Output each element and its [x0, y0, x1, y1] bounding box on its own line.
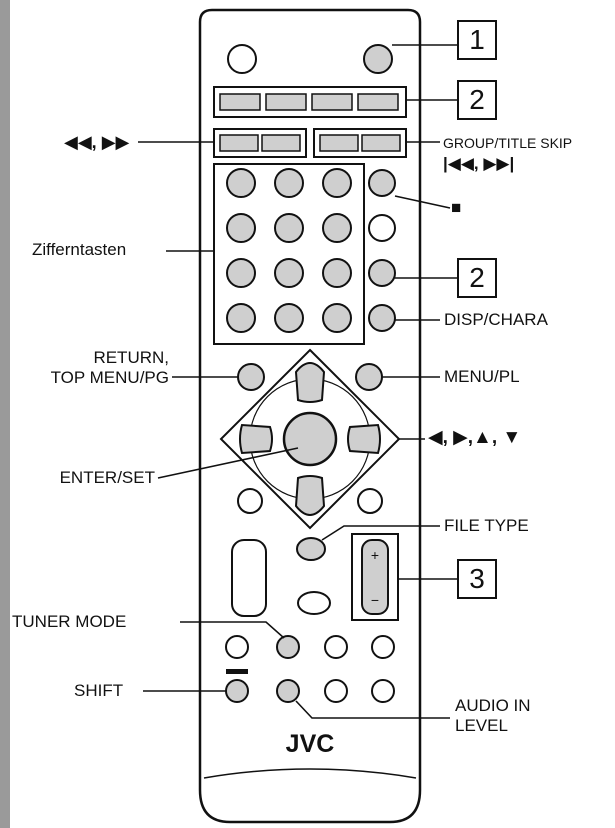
- label-return-1: RETURN,: [93, 348, 169, 367]
- callout-box-3: 3: [457, 559, 497, 599]
- label-return-2: TOP MENU/PG: [50, 368, 169, 387]
- numeric-key[interactable]: [274, 168, 304, 198]
- tuner-mode-button[interactable]: [276, 635, 300, 659]
- label-disp-chara: DISP/CHARA: [444, 310, 548, 329]
- small-button[interactable]: [225, 635, 249, 659]
- cursor-down-button[interactable]: [294, 475, 326, 516]
- remote-bottom-curve: [203, 768, 417, 779]
- cursor-up-button[interactable]: [294, 362, 326, 403]
- label-tuner-mode: TUNER MODE: [12, 612, 127, 631]
- label-search: ◀◀, ▶▶: [64, 132, 130, 152]
- oval-button[interactable]: [297, 591, 331, 615]
- page-edge-bar: [0, 0, 10, 828]
- corner-button-right[interactable]: [357, 488, 383, 514]
- audio-in-level-button[interactable]: [276, 679, 300, 703]
- numeric-key[interactable]: [322, 168, 352, 198]
- small-button[interactable]: [371, 635, 395, 659]
- standby-button[interactable]: [227, 44, 257, 74]
- numeric-key[interactable]: [226, 303, 256, 333]
- small-button[interactable]: [324, 635, 348, 659]
- numeric-key[interactable]: [274, 258, 304, 288]
- label-audio-in-1: AUDIO IN: [455, 696, 531, 715]
- brand-logo: JVC: [286, 730, 335, 758]
- stop-button[interactable]: [368, 169, 396, 197]
- callout-box-2-top: 2: [457, 80, 497, 120]
- small-button[interactable]: [324, 679, 348, 703]
- callout-box-1: 1: [457, 20, 497, 60]
- callout-box-2-mid: 2: [457, 258, 497, 298]
- label-enter-set: ENTER/SET: [59, 468, 155, 487]
- cursor-left-button[interactable]: [239, 423, 273, 455]
- label-numeric-keys: Zifferntasten: [32, 240, 127, 259]
- label-group-title-skip: GROUP/TITLE SKIP: [443, 135, 573, 151]
- small-button[interactable]: [371, 679, 395, 703]
- numeric-key[interactable]: [322, 303, 352, 333]
- volume-rocker[interactable]: [361, 539, 389, 615]
- tall-button[interactable]: [231, 539, 267, 617]
- label-shift: SHIFT: [74, 681, 124, 700]
- skip-back-button[interactable]: [319, 134, 359, 152]
- source-button-1[interactable]: [219, 93, 261, 111]
- label-audio-in-2: LEVEL: [455, 716, 508, 735]
- numeric-key[interactable]: [322, 213, 352, 243]
- label-skip-symbols: |◀◀, ▶▶|: [443, 154, 515, 173]
- numeric-key[interactable]: [226, 168, 256, 198]
- search-forward-button[interactable]: [261, 134, 301, 152]
- disp-chara-button[interactable]: [368, 304, 396, 332]
- open-close-button[interactable]: [363, 44, 393, 74]
- label-menu-pl: MENU/PL: [444, 367, 520, 386]
- label-file-type: FILE TYPE: [444, 516, 529, 535]
- numeric-key[interactable]: [274, 303, 304, 333]
- menu-pl-button[interactable]: [355, 363, 383, 391]
- enter-set-button[interactable]: [282, 411, 338, 467]
- volume-plus-label: +: [371, 547, 379, 563]
- numeric-key[interactable]: [322, 258, 352, 288]
- search-back-button[interactable]: [219, 134, 259, 152]
- numeric-key[interactable]: [274, 213, 304, 243]
- return-button[interactable]: [237, 363, 265, 391]
- numeric-key[interactable]: [226, 258, 256, 288]
- label-cursor: ◀, ▶,▲, ▼: [428, 427, 522, 448]
- source-button-2[interactable]: [265, 93, 307, 111]
- shift-bar-marker: [226, 669, 248, 674]
- file-type-button[interactable]: [296, 537, 326, 561]
- source-button-3[interactable]: [311, 93, 353, 111]
- leader-audio: [295, 700, 450, 719]
- cursor-right-button[interactable]: [347, 423, 381, 455]
- blank-button[interactable]: [368, 214, 396, 242]
- shift-button[interactable]: [225, 679, 249, 703]
- leader-tuner: [180, 621, 285, 639]
- leader-stop: [394, 195, 451, 209]
- numeric-key[interactable]: [226, 213, 256, 243]
- volume-minus-label: −: [371, 592, 379, 608]
- function-button[interactable]: [368, 259, 396, 287]
- corner-button-left[interactable]: [237, 488, 263, 514]
- label-stop: ■: [451, 198, 462, 217]
- source-button-4[interactable]: [357, 93, 399, 111]
- leader-filetype: [321, 525, 440, 541]
- skip-forward-button[interactable]: [361, 134, 401, 152]
- leader-enter: [157, 447, 299, 479]
